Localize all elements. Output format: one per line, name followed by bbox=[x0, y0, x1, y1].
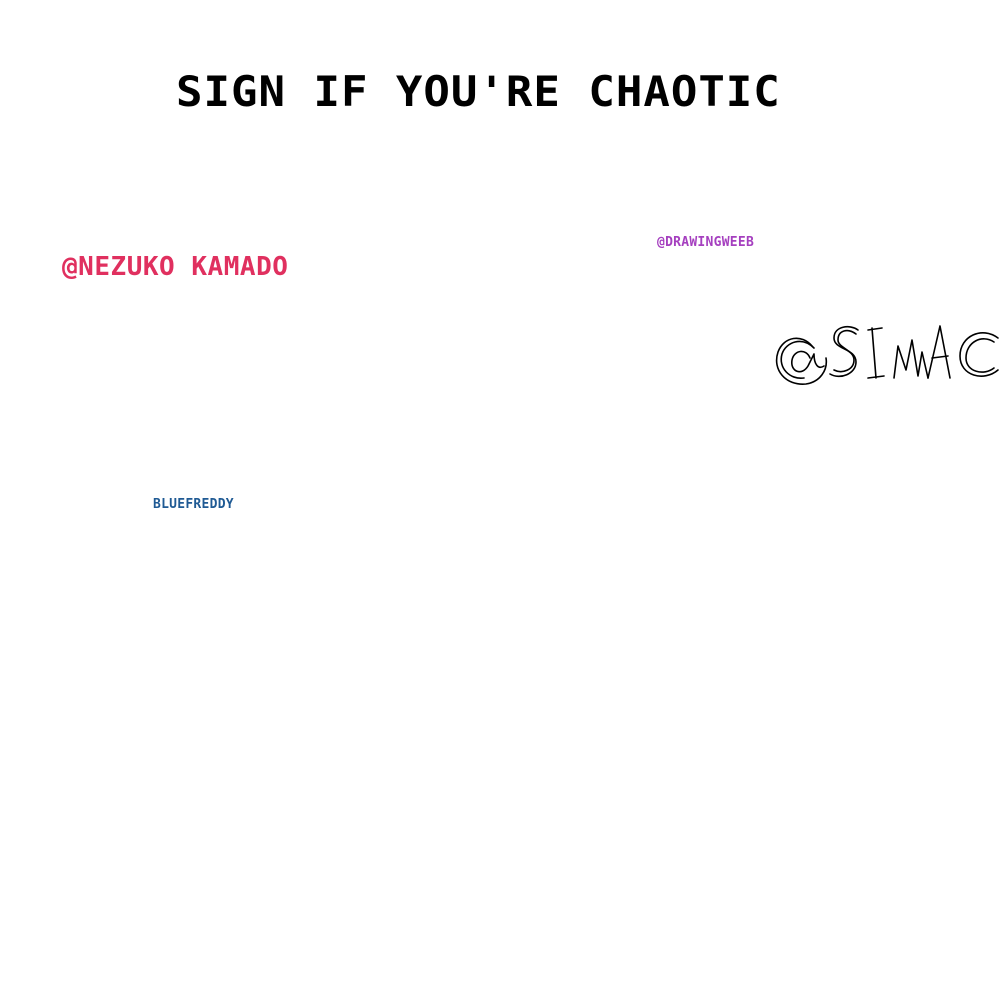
signature-c-glyph bbox=[959, 332, 999, 377]
signature-i-glyph bbox=[871, 327, 877, 379]
signature-nezuko-kamado: @NEZUKO KAMADO bbox=[62, 252, 289, 282]
signature-bluefreddy: BLUEFREDDY bbox=[153, 497, 234, 512]
signature-m-glyph bbox=[893, 339, 929, 379]
signature-s-glyph bbox=[829, 325, 859, 378]
signature-drawingweeb: @DRAWINGWEEB bbox=[657, 235, 755, 250]
signature-at-glyph bbox=[775, 337, 828, 385]
signature-simac-handwritten bbox=[775, 325, 999, 385]
signature-a-glyph bbox=[927, 325, 951, 379]
page-title: SIGN IF YOU'RE CHAOTIC bbox=[176, 68, 781, 117]
